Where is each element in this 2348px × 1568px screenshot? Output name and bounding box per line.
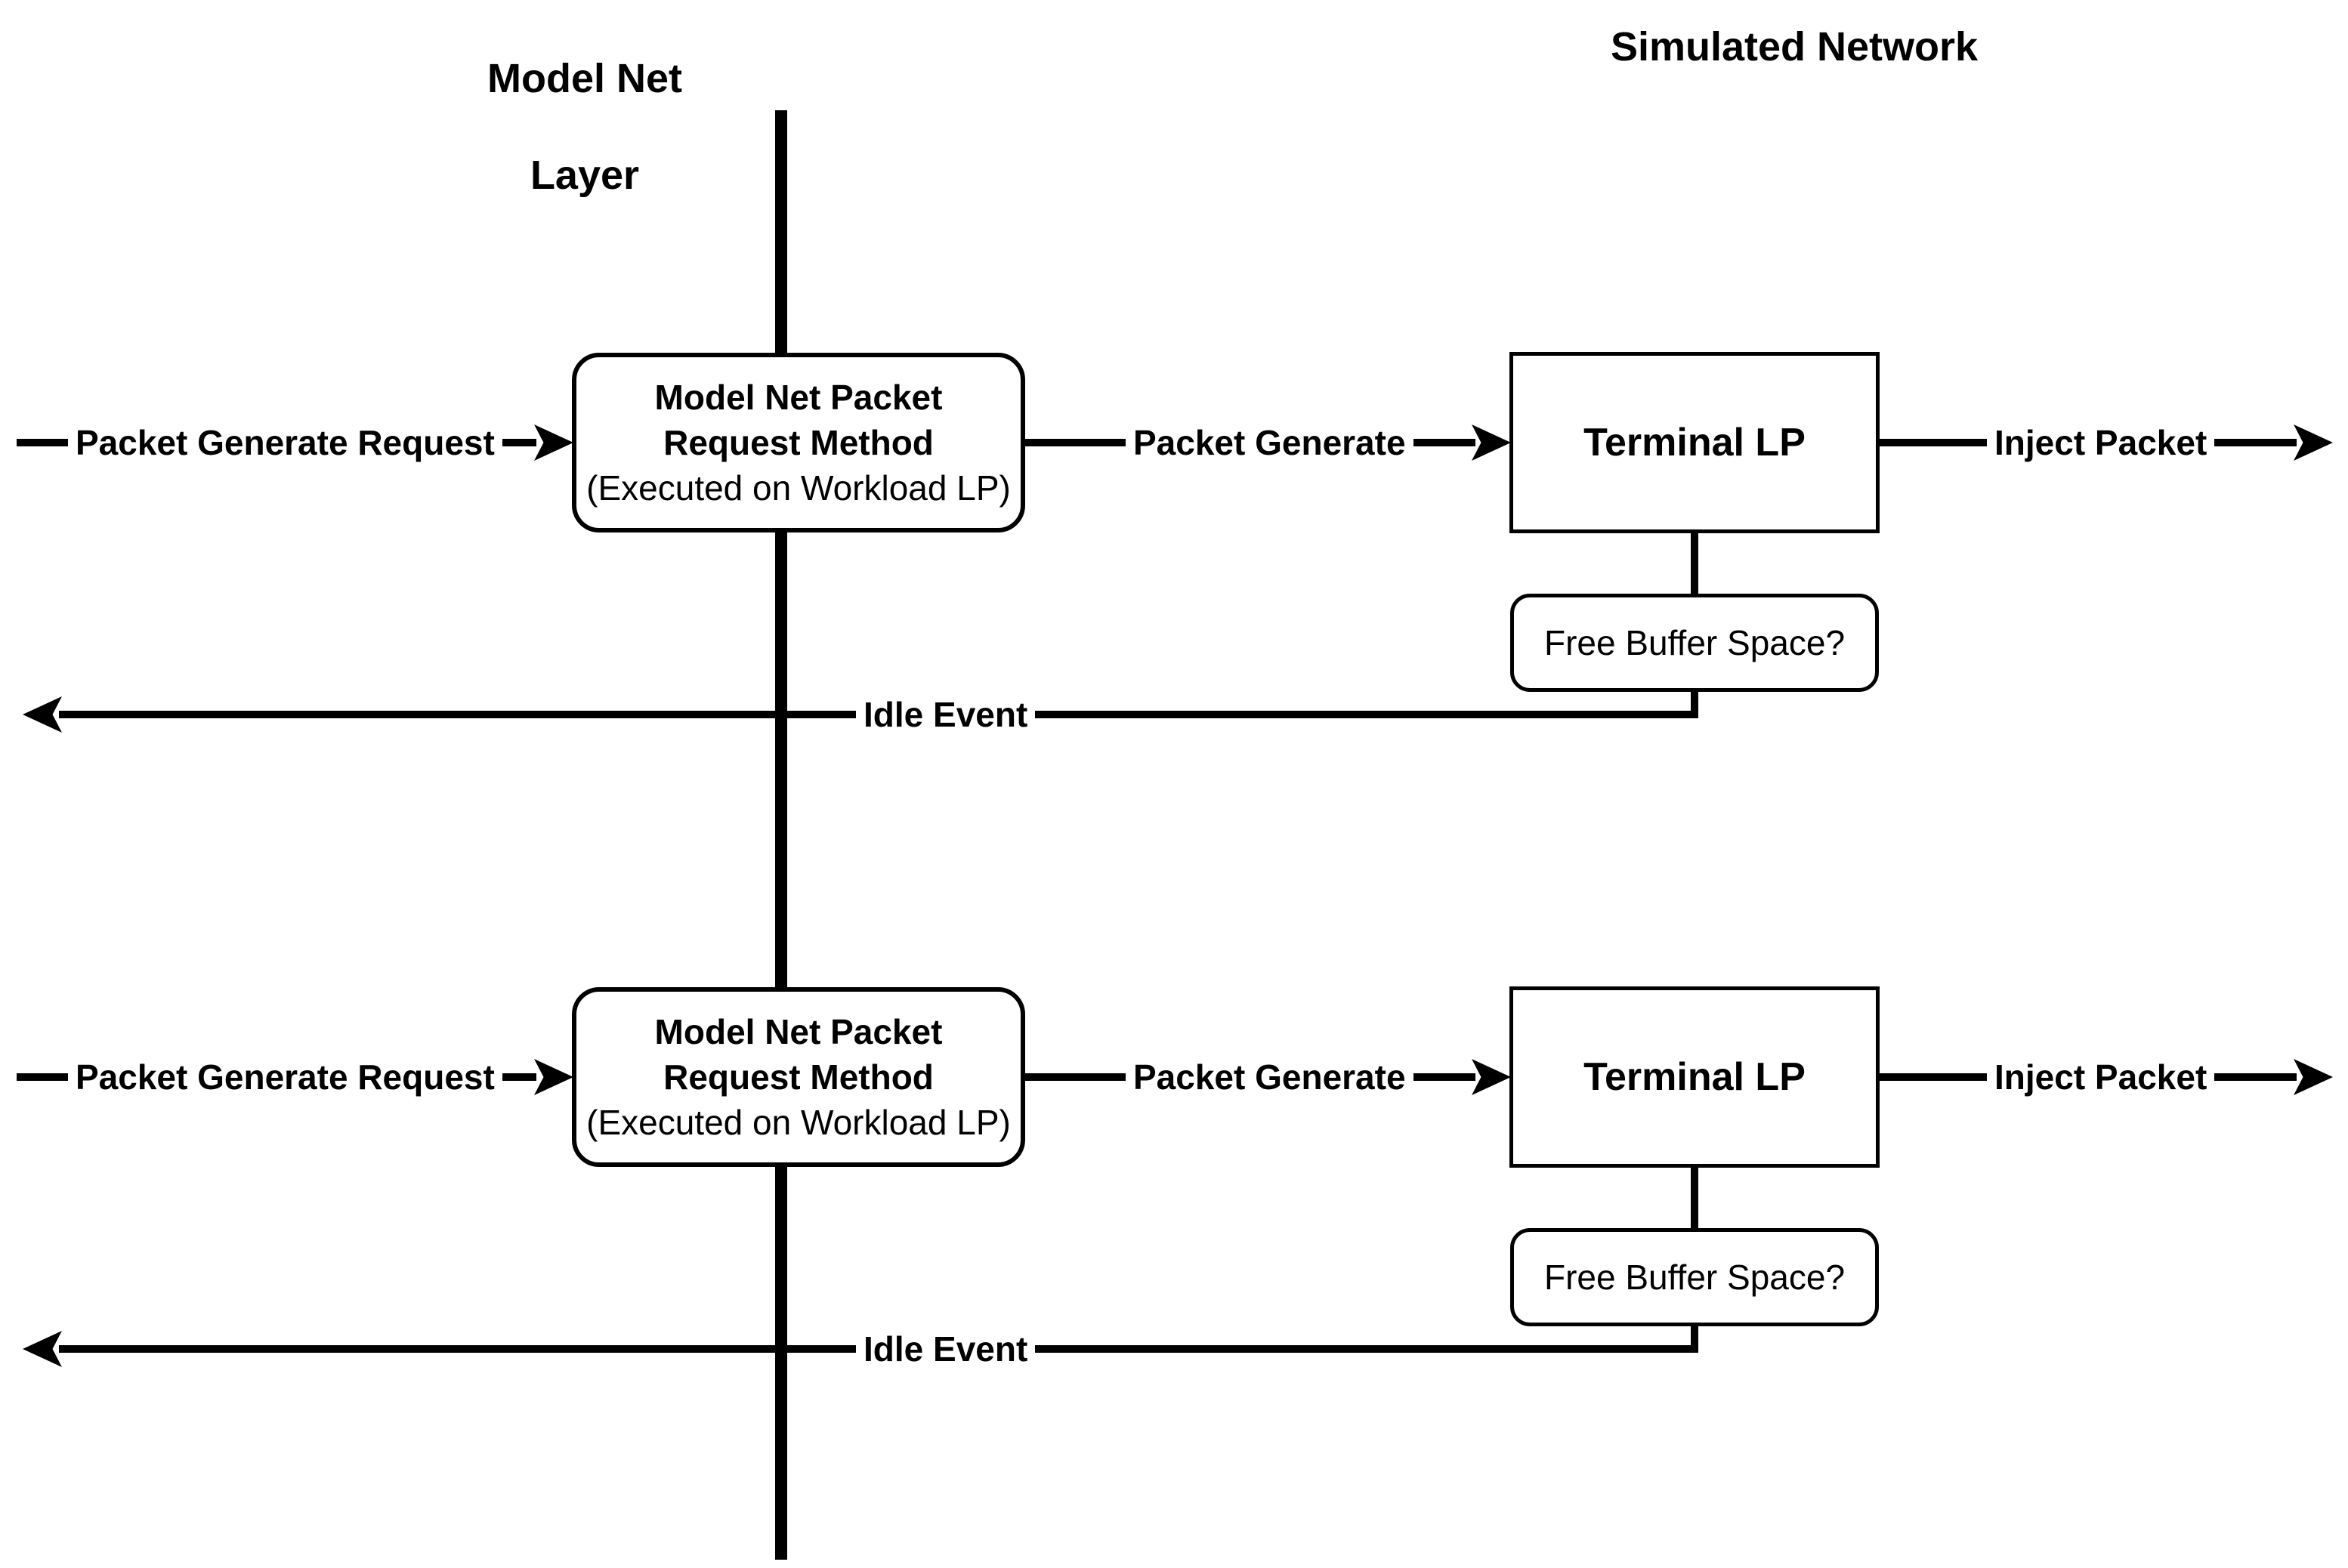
method-box-line: Model Net Packet (654, 378, 943, 417)
packet-generate-label: Packet Generate (1126, 1055, 1413, 1099)
lane-header-simulated-network: Simulated Network (1610, 24, 1979, 69)
packet-generate-request-label: Packet Generate Request (68, 1055, 502, 1099)
packet-generate-label: Packet Generate (1126, 421, 1413, 465)
idle-event-label: Idle Event (856, 693, 1036, 736)
terminal-lp-label: Terminal LP (1583, 421, 1806, 465)
arrowhead-right-icon (534, 1059, 573, 1095)
lane-header-line: Layer (530, 153, 640, 198)
idle-event-label: Idle Event (856, 1327, 1036, 1371)
lane-divider-line (775, 110, 787, 1560)
arrowhead-right-icon (2294, 424, 2333, 461)
method-box-line: (Executed on Workload LP) (586, 468, 1011, 508)
arrowhead-left-icon (23, 696, 62, 733)
model-net-packet-request-method-box: Model Net Packet Request Method (Execute… (572, 987, 1025, 1167)
inject-packet-label: Inject Packet (1987, 1055, 2215, 1099)
method-box-line: Request Method (663, 423, 934, 462)
arrowhead-right-icon (1472, 424, 1511, 461)
terminal-lp-label: Terminal LP (1583, 1055, 1806, 1099)
method-box-line: (Executed on Workload LP) (586, 1103, 1011, 1142)
method-box-line: Request Method (663, 1057, 934, 1097)
inject-packet-label: Inject Packet (1987, 421, 2215, 465)
buffer-to-idle-connector (1691, 1326, 1698, 1353)
model-net-packet-request-method-box: Model Net Packet Request Method (Execute… (572, 353, 1025, 532)
method-box-line: Model Net Packet (654, 1012, 943, 1051)
free-buffer-space-box: Free Buffer Space? (1510, 1228, 1879, 1326)
terminal-to-buffer-connector (1691, 1168, 1698, 1230)
arrowhead-right-icon (534, 424, 573, 461)
arrowhead-right-icon (1472, 1059, 1511, 1095)
lane-header-line: Model Net (487, 56, 682, 101)
terminal-lp-box: Terminal LP (1509, 352, 1880, 533)
terminal-to-buffer-connector (1691, 533, 1698, 595)
free-buffer-space-box: Free Buffer Space? (1510, 594, 1879, 692)
packet-generate-request-label: Packet Generate Request (68, 421, 502, 465)
buffer-to-idle-connector (1691, 692, 1698, 718)
terminal-lp-box: Terminal LP (1509, 986, 1880, 1168)
arrowhead-right-icon (2294, 1059, 2333, 1095)
arrowhead-left-icon (23, 1331, 62, 1367)
free-buffer-space-label: Free Buffer Space? (1543, 623, 1846, 662)
lane-header-model-net-layer: Model Net Layer (358, 6, 811, 248)
free-buffer-space-label: Free Buffer Space? (1543, 1258, 1846, 1297)
